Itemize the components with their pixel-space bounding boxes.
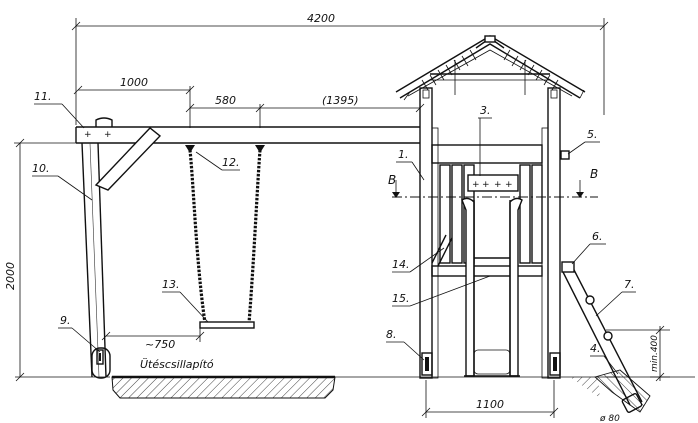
dim-1100-text: 1100: [476, 398, 504, 411]
callout-6: 6.: [592, 230, 603, 243]
dimension-house-width: 1100: [421, 380, 559, 418]
post-diameter-text: ø 80: [599, 414, 620, 423]
svg-text:+: +: [482, 180, 490, 190]
dimension-total-width: 4200: [71, 12, 609, 125]
dim-min400-text: min.400: [650, 335, 660, 372]
dimension-post-depth: min.400: [606, 325, 670, 382]
dimension-height: 2000: [4, 138, 90, 382]
callout-4: 4.: [590, 342, 601, 355]
callout-1: 1.: [398, 148, 409, 161]
callout-13: 13.: [162, 278, 180, 291]
callout-15: 15.: [392, 292, 410, 305]
svg-text:+: +: [472, 180, 480, 190]
section-mark-right: B: [590, 167, 598, 181]
callout-numbers: 11. 10. 9. 12. 13. 1. 3. 5. 6. 7. 4. 8. …: [32, 90, 635, 355]
dimension-seat-offset: ~750: [101, 328, 205, 351]
dimension-swing-gap: 580 (1395): [185, 94, 425, 128]
swing-frame: + +: [75, 117, 420, 379]
callout-11: 11.: [34, 90, 52, 103]
callout-3: 3.: [480, 104, 491, 117]
callout-14: 14.: [392, 258, 410, 271]
callout-10: 10.: [32, 162, 50, 175]
ground: [15, 369, 695, 413]
callout-5: 5.: [587, 128, 598, 141]
dimension-arm-length: 1000: [73, 76, 195, 128]
callout-leaders: [32, 103, 636, 375]
callout-9: 9.: [60, 314, 71, 327]
dim-1000-text: 1000: [120, 76, 148, 89]
dim-2000-text: 2000: [4, 262, 17, 290]
svg-text:+: +: [494, 180, 502, 190]
section-line-b: B B: [388, 167, 598, 198]
play-house: + + + +: [395, 35, 586, 379]
callout-12: 12.: [222, 156, 240, 169]
svg-text:+: +: [84, 130, 92, 140]
dim-1395-text: (1395): [322, 94, 359, 107]
slide: [461, 197, 523, 377]
dim-750-text: ~750: [145, 338, 175, 351]
callout-8: 8.: [386, 328, 397, 341]
svg-text:+: +: [104, 130, 112, 140]
section-mark-left: B: [388, 173, 396, 187]
ladder: [561, 261, 643, 413]
swing-chains: [185, 145, 265, 324]
dim-580-text: 580: [215, 94, 236, 107]
dim-4200-text: 4200: [307, 12, 335, 25]
swing-seat: [199, 321, 255, 329]
ground-cover-label: Ütéscsillapító: [140, 358, 214, 371]
svg-text:+: +: [505, 180, 513, 190]
callout-7: 7.: [624, 278, 635, 291]
